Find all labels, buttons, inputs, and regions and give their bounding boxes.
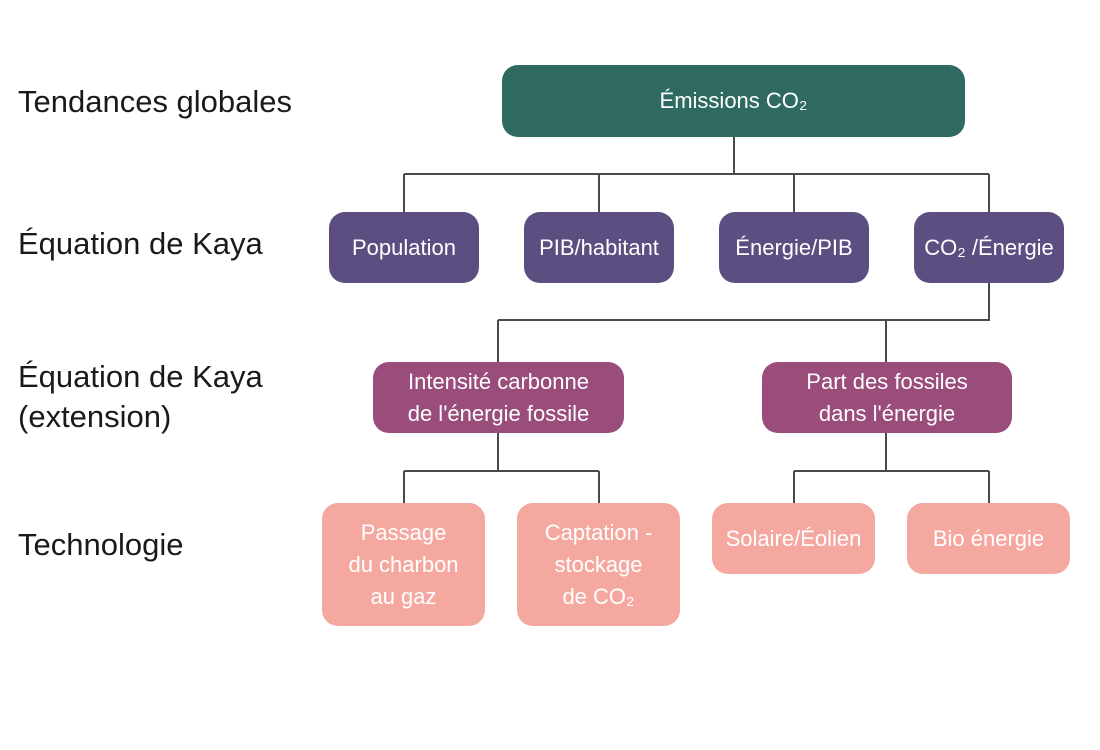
node-carbon-capture: Captation - stockage de CO₂ — [517, 503, 680, 626]
row-label-technology: Technologie — [18, 527, 184, 562]
connector-emissions-to-kaya — [403, 137, 990, 212]
node-fossil-share: Part des fossiles dans l'énergie — [762, 362, 1012, 433]
node-energy-per-gdp: Énergie/PIB — [719, 212, 869, 283]
connector-co2-energy-to-extension — [497, 283, 990, 362]
node-population: Population — [329, 212, 479, 283]
connector-carbon-intensity-to-tech — [403, 433, 600, 503]
node-co2-per-energy: CO₂ /Énergie — [914, 212, 1064, 283]
row-label-global-trends: Tendances globales — [18, 84, 293, 119]
row-label-kaya-equation: Équation de Kaya — [18, 226, 263, 261]
node-solar-wind: Solaire/Éolien — [712, 503, 875, 574]
node-bioenergy: Bio énergie — [907, 503, 1070, 574]
node-gdp-per-capita: PIB/habitant — [524, 212, 674, 283]
connector-fossil-share-to-tech — [793, 433, 990, 503]
node-coal-to-gas: Passage du charbon au gaz — [322, 503, 485, 626]
node-emissions-co2: Émissions CO₂ — [502, 65, 965, 137]
node-carbon-intensity: Intensité carbonne de l'énergie fossile — [373, 362, 624, 433]
row-label-kaya-extension: Équation de Kaya (extension) — [18, 359, 263, 434]
